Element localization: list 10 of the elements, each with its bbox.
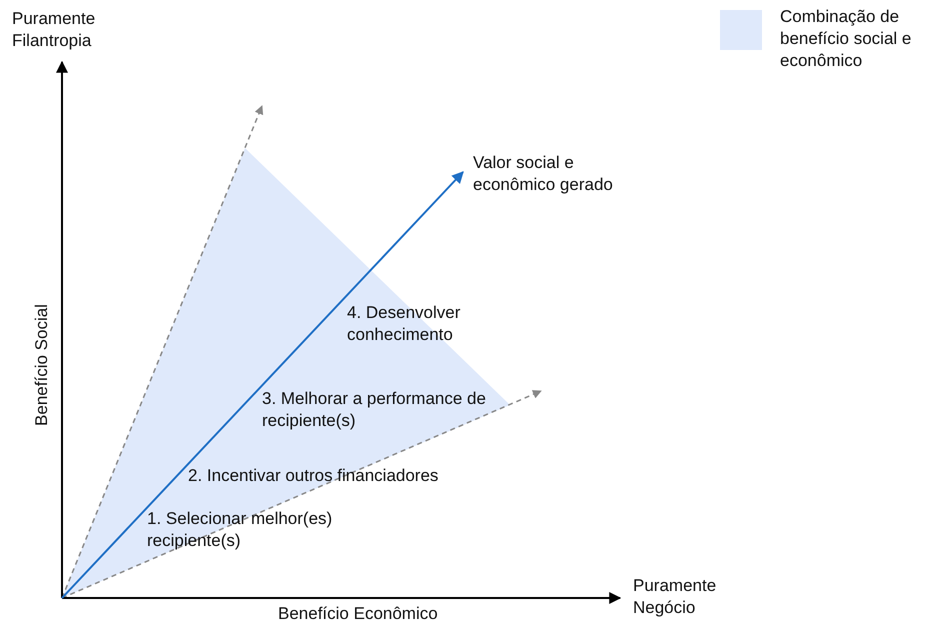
legend-text: Combinação de benefício social e econômico	[780, 6, 912, 72]
axis-title: Benefício Social	[31, 303, 52, 428]
step-label: 2. Incentivar outros financiadores	[188, 465, 440, 487]
arrow-label: Valor social e econômico gerado	[473, 152, 614, 196]
axis-title: Puramente Filantropia	[12, 8, 96, 52]
axis-title: Puramente Negócio	[633, 575, 718, 619]
step-label: 1. Selecionar melhor(es) recipiente(s)	[147, 508, 334, 552]
axis-title: Benefício Econômico	[278, 603, 439, 625]
step-label: 4. Desenvolver conhecimento	[347, 302, 462, 346]
step-label: 3. Melhorar a performance de recipiente(s)	[262, 388, 487, 432]
